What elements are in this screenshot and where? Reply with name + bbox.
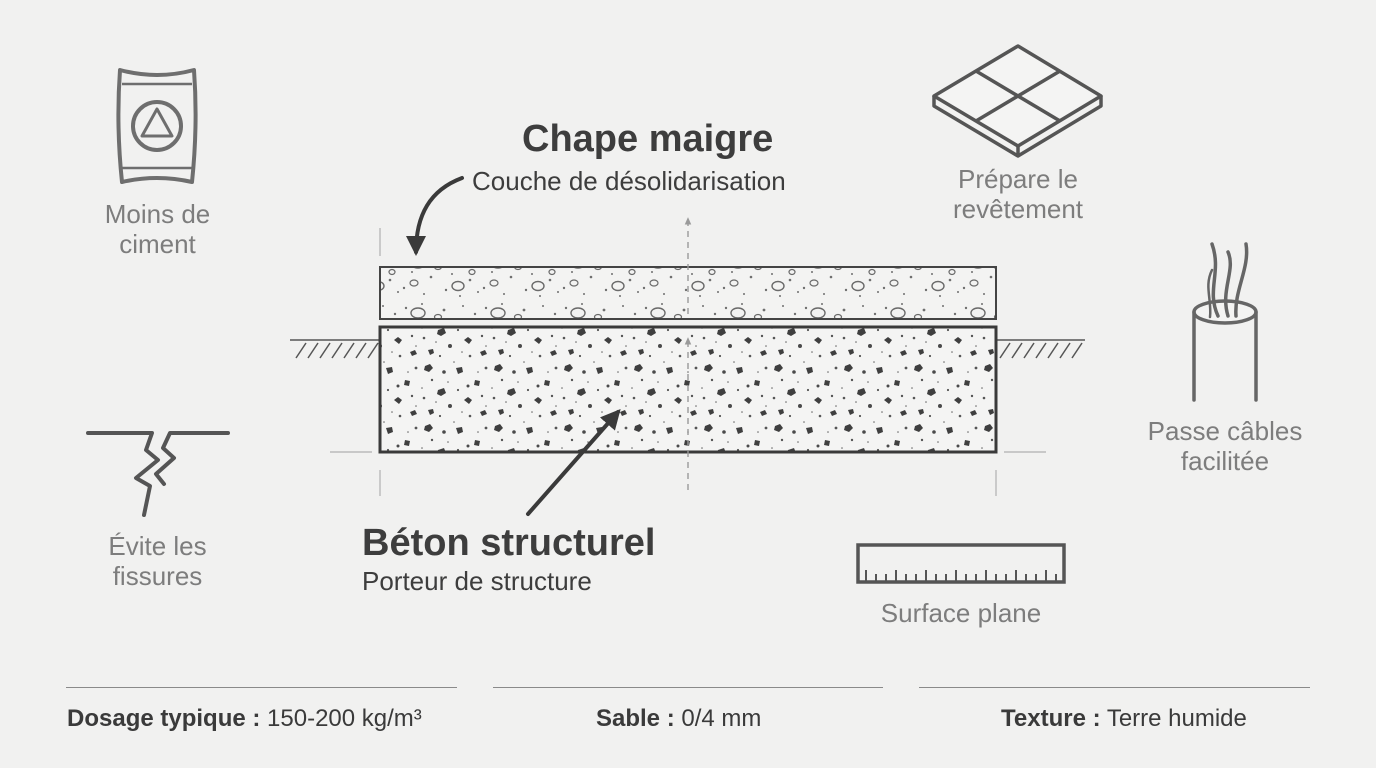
guide-lines <box>330 228 1046 496</box>
flat-surface-label: Surface plane <box>880 598 1042 628</box>
spec-sand: Sable : 0/4 mm <box>596 705 761 733</box>
cables-label-line-1: Passe câbles <box>1147 416 1303 446</box>
screed-subtitle: Couche de désolidarisation <box>472 166 786 196</box>
spec-texture-value: Terre humide <box>1106 705 1247 732</box>
tiles-label-line-2: revêtement <box>952 194 1084 224</box>
cement-label-line-1: Moins de <box>104 199 211 229</box>
screed-pointer-arrow <box>406 176 464 256</box>
tiles-label-line-1: Prépare le <box>958 164 1078 194</box>
ground-left <box>290 339 380 359</box>
spec-dosage: Dosage typique : 150-200 kg/m³ <box>67 705 422 733</box>
structural-title: Béton structurel <box>362 522 656 564</box>
crack-icon <box>86 431 230 517</box>
cracks-label-line-1: Évite les <box>108 531 207 561</box>
cracks-label-line-2: fissures <box>112 561 203 591</box>
ground-right <box>996 339 1085 359</box>
footer-rule-1 <box>66 687 457 688</box>
cable-conduit-icon <box>1192 242 1258 402</box>
cables-label-line-2: facilitée <box>1180 446 1270 476</box>
spec-dosage-value: 150-200 kg/m³ <box>267 705 422 732</box>
spec-sand-value: 0/4 mm <box>681 705 762 732</box>
cement-bag-icon <box>116 68 198 184</box>
footer-rule-3 <box>919 687 1310 688</box>
structural-pointer-arrow <box>526 409 621 516</box>
cracks-label: Évite les fissures <box>70 531 245 591</box>
spec-texture: Texture : Terre humide <box>1001 705 1247 733</box>
spec-dosage-label: Dosage typique : <box>67 705 261 732</box>
tiles-label: Prépare le revêtement <box>918 164 1118 224</box>
tile-icon <box>932 44 1103 158</box>
ruler-icon <box>856 543 1066 584</box>
structural-subtitle: Porteur de structure <box>362 566 592 596</box>
cables-label: Passe câbles facilitée <box>1120 416 1330 476</box>
footer-rule-2 <box>493 687 883 688</box>
screed-title: Chape maigre <box>522 118 774 160</box>
spec-texture-label: Texture : <box>1001 705 1101 732</box>
cement-label-line-2: ciment <box>119 229 196 259</box>
spec-sand-label: Sable : <box>596 705 675 732</box>
cement-label: Moins de ciment <box>70 199 245 259</box>
